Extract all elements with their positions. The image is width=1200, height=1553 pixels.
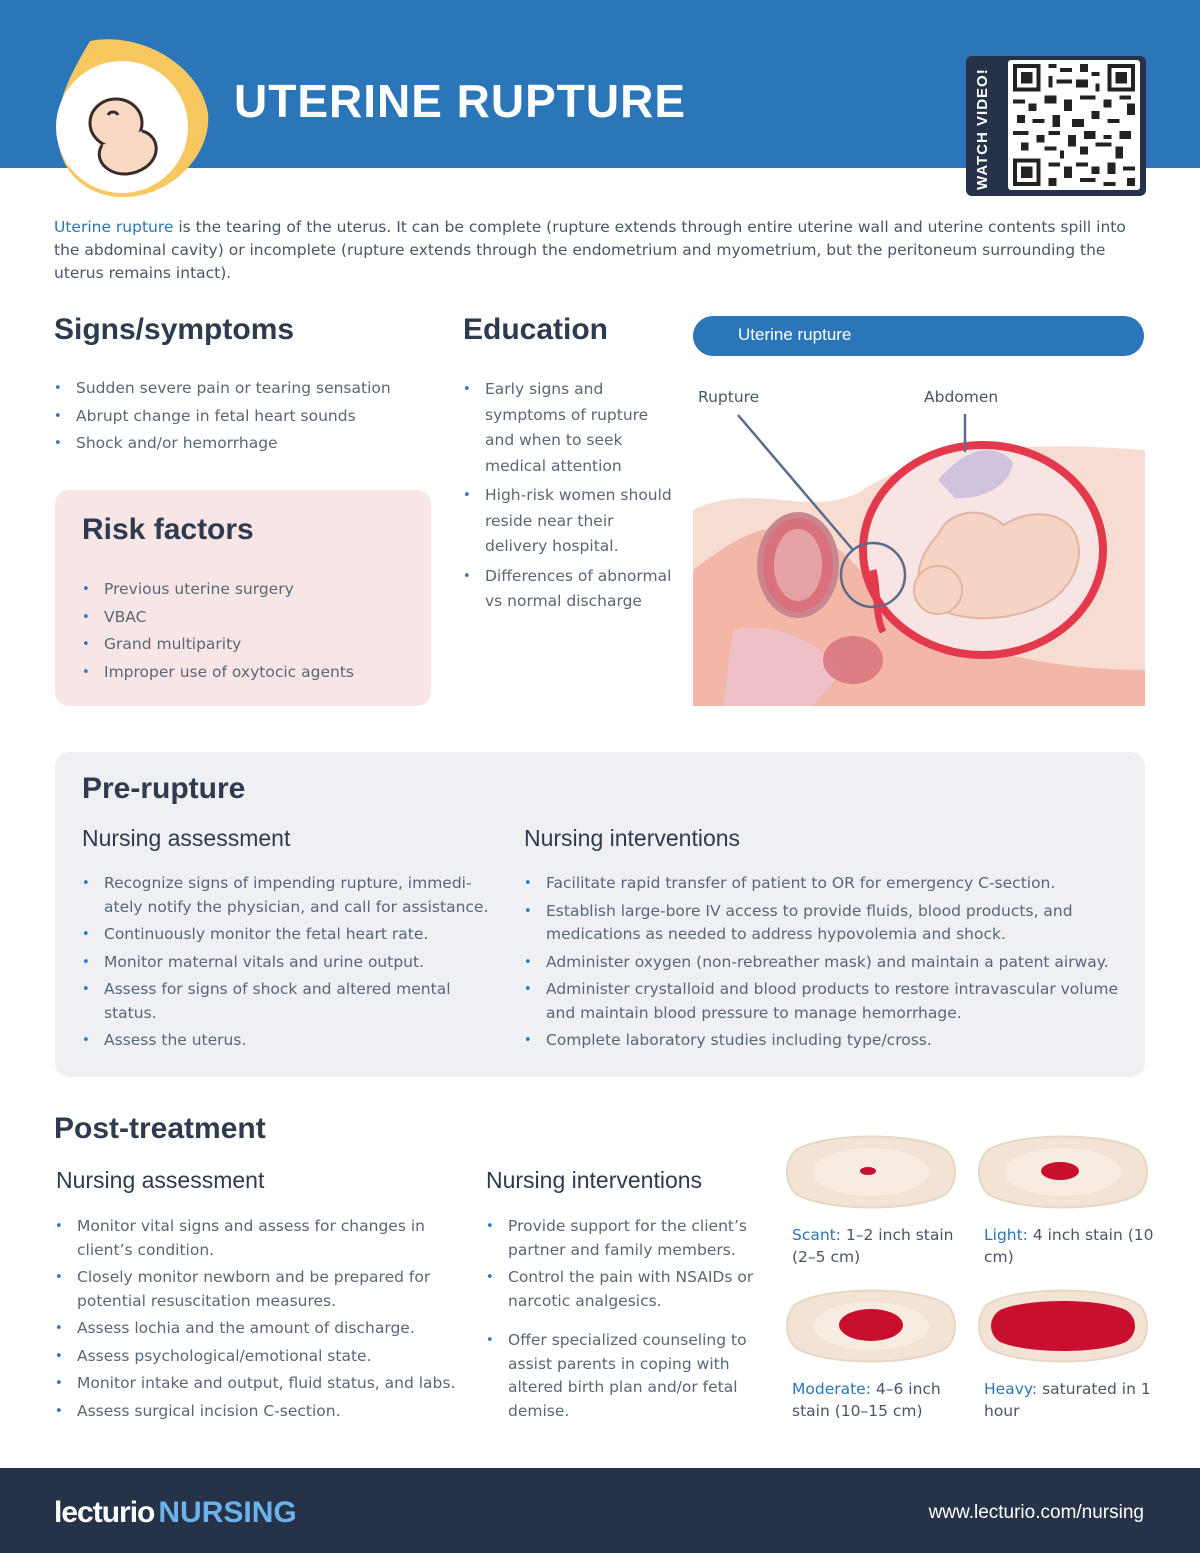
list-item: Assess psychological/emotional state. bbox=[55, 1345, 470, 1369]
list-item: Administer crystalloid and blood product… bbox=[524, 978, 1129, 1025]
list-item: Assess the uterus. bbox=[82, 1029, 492, 1053]
list-item: Sudden severe pain or tearing sensation bbox=[54, 377, 434, 401]
pre-interventions-list: Facilitate rapid transfer of patient to … bbox=[524, 872, 1129, 1057]
post-assessment-list: Monitor vital signs and assess for chang… bbox=[55, 1215, 470, 1427]
scant-label: Scant: bbox=[792, 1226, 841, 1244]
label-abdomen: Abdomen bbox=[924, 388, 999, 406]
footer-bar bbox=[0, 1468, 1200, 1553]
moderate-pad-icon bbox=[786, 1289, 956, 1363]
light-label: Light: bbox=[984, 1226, 1028, 1244]
list-item: Differences of abnormal vs normal discha… bbox=[463, 564, 673, 615]
moderate-label: Moderate: bbox=[792, 1380, 871, 1398]
heavy-caption: Heavy: saturated in 1 hour bbox=[984, 1378, 1154, 1422]
post-treatment-heading: Post-treatment bbox=[54, 1112, 266, 1145]
pre-assessment-list: Recognize signs of impending rupture, im… bbox=[82, 872, 492, 1057]
light-caption: Light: 4 inch stain (10 cm) bbox=[984, 1224, 1154, 1268]
list-item: Abrupt change in fetal heart sounds bbox=[54, 405, 434, 429]
scant-pad-icon bbox=[786, 1135, 956, 1209]
signs-heading: Signs/symptoms bbox=[54, 313, 295, 346]
diagram-title-pill bbox=[693, 316, 1144, 356]
list-item: Monitor intake and output, fluid status,… bbox=[55, 1372, 470, 1396]
scant-text: 1–2 inch stain (2–5 cm) bbox=[792, 1226, 954, 1266]
light-pad-icon bbox=[978, 1135, 1148, 1209]
list-item: Improper use of oxytocic agents bbox=[82, 661, 422, 685]
moderate-caption: Moderate: 4–6 inch stain (10–15 cm) bbox=[792, 1378, 962, 1422]
education-heading: Education bbox=[463, 313, 609, 346]
education-list: Early signs and symptoms of rupture and … bbox=[463, 377, 673, 619]
pre-rupture-heading: Pre-rupture bbox=[82, 772, 246, 805]
heavy-label: Heavy: bbox=[984, 1380, 1038, 1398]
label-rupture: Rupture bbox=[698, 388, 760, 406]
intro-term: Uterine rupture bbox=[54, 218, 174, 236]
list-item: Assess lochia and the amount of discharg… bbox=[55, 1317, 470, 1341]
diagram-title: Uterine rupture bbox=[738, 325, 852, 344]
brand-name: lecturio bbox=[54, 1496, 155, 1529]
list-item: VBAC bbox=[82, 606, 422, 630]
intro-text: is the tearing of the uterus. It can be … bbox=[54, 218, 1126, 282]
list-item: Closely monitor newborn and be prepared … bbox=[55, 1266, 470, 1313]
list-item: Early signs and symptoms of rupture and … bbox=[463, 377, 673, 479]
signs-list: Sudden severe pain or tearing sensation … bbox=[54, 377, 434, 460]
qr-code-icon[interactable] bbox=[1008, 60, 1140, 190]
list-item: Shock and/or hemorrhage bbox=[54, 432, 434, 456]
scant-caption: Scant: 1–2 inch stain (2–5 cm) bbox=[792, 1224, 962, 1268]
list-item: Provide support for the client’s partner… bbox=[486, 1215, 766, 1262]
list-item: Complete laboratory studies including ty… bbox=[524, 1029, 1129, 1053]
light-text: 4 inch stain (10 cm) bbox=[984, 1226, 1154, 1266]
list-item: Recognize signs of impending rupture, im… bbox=[82, 872, 492, 919]
heavy-pad-icon bbox=[978, 1289, 1148, 1363]
moderate-text: 4–6 inch stain (10–15 cm) bbox=[792, 1380, 941, 1420]
list-item: Facilitate rapid transfer of patient to … bbox=[524, 872, 1129, 896]
list-item: Assess for signs of shock and altered me… bbox=[82, 978, 492, 1025]
list-item: Establish large-bore IV access to provid… bbox=[524, 900, 1129, 947]
footer-url-link[interactable]: www.lecturio.com/nursing bbox=[928, 1502, 1144, 1523]
list-item: Administer oxygen (non-rebreather mask) … bbox=[524, 951, 1129, 975]
watch-video-label: WATCH VIDEO! bbox=[974, 68, 991, 190]
list-item: Previous uterine surgery bbox=[82, 578, 422, 602]
list-item: Monitor maternal vitals and urine output… bbox=[82, 951, 492, 975]
brand-suffix: NURSING bbox=[158, 1496, 297, 1529]
list-item: Offer specialized counseling to assist p… bbox=[486, 1329, 766, 1423]
post-assessment-heading: Nursing assessment bbox=[56, 1167, 265, 1193]
fetus-logo-icon bbox=[56, 39, 209, 198]
uterine-rupture-illustration bbox=[693, 414, 1145, 706]
list-item: Continuously monitor the fetal heart rat… bbox=[82, 923, 492, 947]
page-title: UTERINE RUPTURE bbox=[234, 75, 687, 127]
post-interventions-heading: Nursing interventions bbox=[486, 1167, 703, 1193]
risk-list: Previous uterine surgery VBAC Grand mult… bbox=[82, 578, 422, 688]
list-item: Grand multiparity bbox=[82, 633, 422, 657]
list-item: Control the pain with NSAIDs or narcotic… bbox=[486, 1266, 766, 1313]
intro-paragraph: Uterine rupture is the tearing of the ut… bbox=[54, 216, 1154, 285]
list-item: Monitor vital signs and assess for chang… bbox=[55, 1215, 470, 1262]
pre-interventions-heading: Nursing interventions bbox=[524, 825, 741, 851]
heavy-text: saturated in 1 hour bbox=[984, 1380, 1151, 1420]
risk-heading: Risk factors bbox=[82, 513, 254, 546]
list-item: Assess surgical incision C-section. bbox=[55, 1400, 470, 1424]
pre-assessment-heading: Nursing assessment bbox=[82, 825, 291, 851]
list-item: High-risk women should reside near their… bbox=[463, 483, 673, 560]
post-interventions-list: Provide support for the client’s partner… bbox=[486, 1215, 766, 1427]
